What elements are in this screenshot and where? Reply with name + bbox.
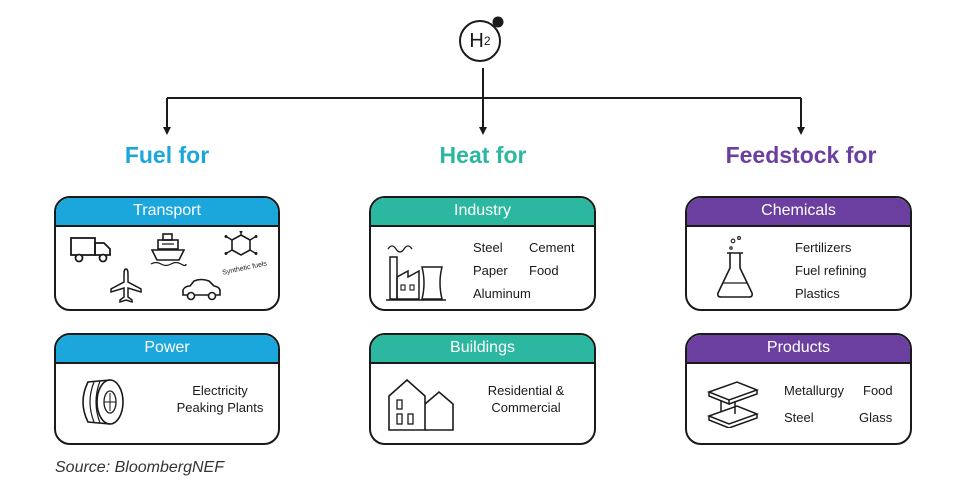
heading-feedstock: Feedstock for	[725, 142, 877, 168]
card-power: Power Electricity Peaking Plants	[54, 333, 280, 445]
card-title: Chemicals	[687, 198, 910, 227]
industry-item-aluminum: Aluminum	[473, 286, 531, 301]
power-line-1: Electricity	[192, 383, 248, 398]
car-icon	[182, 278, 221, 301]
card-transport: Transport Synthetic fue	[54, 196, 280, 311]
truck-icon	[70, 237, 111, 263]
industry-item-paper: Paper	[473, 263, 508, 278]
source-note: Source: BloombergNEF	[55, 459, 224, 476]
hydrogen-subscript: 2	[483, 34, 491, 48]
houses-icon	[388, 378, 454, 431]
industry-item-steel: Steel	[473, 240, 503, 255]
card-title: Industry	[371, 198, 594, 227]
card-title: Power	[56, 335, 278, 364]
factory-icon	[386, 245, 446, 301]
power-line-2: Peaking Plants	[176, 400, 264, 415]
card-products: Products Metallurgy Food Steel Glass	[685, 333, 912, 445]
synthetic-fuels-icon	[224, 231, 258, 256]
industry-item-food: Food	[529, 263, 559, 278]
airplane-icon	[110, 268, 142, 304]
products-item-metallurgy: Metallurgy	[784, 383, 844, 398]
heading-heat: Heat for	[439, 142, 527, 168]
card-buildings: Buildings Residential & Commercial	[369, 333, 596, 445]
products-item-steel: Steel	[784, 410, 814, 425]
chemicals-line-1: Fertilizers	[795, 240, 852, 255]
buildings-line-2: Commercial	[491, 400, 561, 415]
products-item-food: Food	[863, 383, 893, 398]
chemicals-line-2: Fuel refining	[795, 263, 867, 278]
card-chemicals: Chemicals Fertilizers Fuel refining Plas…	[685, 196, 912, 311]
hydrogen-icon	[459, 16, 504, 62]
hydrogen-element: H	[469, 29, 484, 52]
card-title: Products	[687, 335, 910, 364]
industry-item-cement: Cement	[529, 240, 575, 255]
ship-icon	[150, 233, 187, 267]
card-industry: Industry Steel Cement Paper Food Aluminu…	[369, 196, 596, 311]
flask-icon	[717, 236, 753, 298]
turbine-icon	[82, 379, 124, 425]
card-title: Transport	[56, 198, 278, 227]
chemicals-line-3: Plastics	[795, 286, 840, 301]
steel-beam-icon	[706, 381, 760, 428]
buildings-line-1: Residential &	[487, 383, 565, 398]
products-item-glass: Glass	[859, 410, 893, 425]
card-title: Buildings	[371, 335, 594, 364]
heading-fuel: Fuel for	[124, 142, 210, 168]
